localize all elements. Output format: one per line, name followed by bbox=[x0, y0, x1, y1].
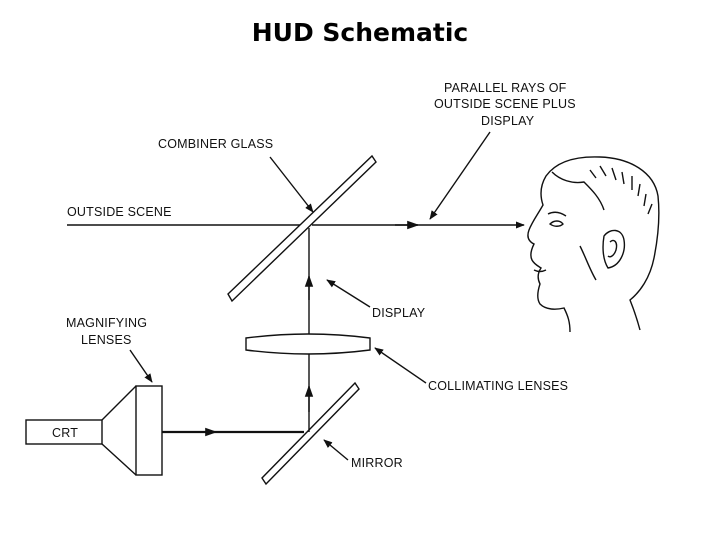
crt-flare bbox=[101, 385, 137, 476]
collimating-lens bbox=[245, 333, 371, 355]
label-parallel-rays-line3: DISPLAY bbox=[481, 114, 535, 128]
cheek-line bbox=[579, 245, 597, 281]
leader-magnifying-lenses bbox=[129, 349, 153, 383]
magnifying-lens-block bbox=[135, 385, 163, 476]
observer-head bbox=[527, 156, 660, 333]
mirror bbox=[261, 381, 360, 486]
ear bbox=[602, 229, 626, 269]
leader-mirror bbox=[323, 439, 349, 461]
label-parallel-rays-line1: PARALLEL RAYS OF bbox=[444, 81, 567, 95]
head-profile-outline bbox=[527, 156, 660, 333]
leader-display bbox=[326, 279, 371, 308]
crt-tube bbox=[25, 419, 103, 445]
label-crt: CRT bbox=[52, 426, 78, 440]
slide-title: HUD Schematic bbox=[251, 18, 469, 47]
eye bbox=[548, 220, 564, 227]
label-display: DISPLAY bbox=[372, 306, 426, 320]
mouth bbox=[533, 269, 547, 273]
label-parallel-rays-line2: OUTSIDE SCENE PLUS bbox=[434, 97, 576, 111]
combiner-glass bbox=[227, 154, 377, 303]
label-outside-scene: OUTSIDE SCENE bbox=[67, 205, 172, 219]
leader-combiner-glass bbox=[269, 156, 314, 213]
hair-texture bbox=[589, 165, 653, 215]
label-combiner-glass: COMBINER GLASS bbox=[158, 137, 273, 151]
label-mirror: MIRROR bbox=[351, 456, 403, 470]
eyebrow bbox=[547, 211, 567, 217]
label-collimating-lenses: COLLIMATING LENSES bbox=[428, 379, 568, 393]
leader-collimating-lenses bbox=[374, 347, 427, 384]
label-magnifying-lenses-line2: LENSES bbox=[81, 333, 132, 347]
label-magnifying-lenses-line1: MAGNIFYING bbox=[66, 316, 147, 330]
hair-line bbox=[551, 171, 605, 211]
ear-inner bbox=[607, 239, 618, 258]
leader-parallel-rays bbox=[429, 131, 491, 220]
